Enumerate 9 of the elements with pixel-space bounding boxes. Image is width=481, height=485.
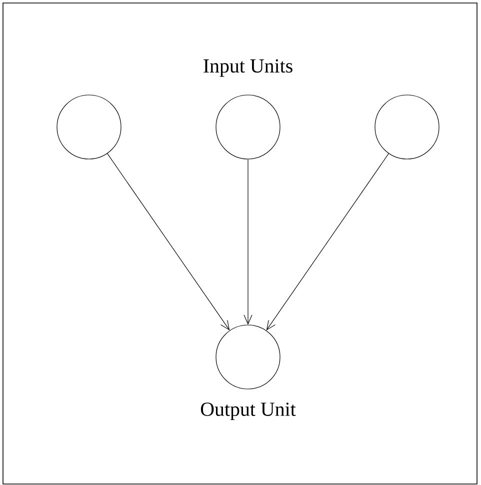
arrow (266, 153, 389, 330)
arrow (107, 153, 230, 330)
unit-circle (216, 324, 280, 390)
arrow (244, 159, 252, 325)
unit-circle (374, 94, 440, 160)
unit-circle (56, 94, 122, 160)
unit-label: Output Unit (200, 402, 296, 420)
group-heading: Input Units (204, 59, 292, 77)
unit-circle (216, 94, 280, 160)
